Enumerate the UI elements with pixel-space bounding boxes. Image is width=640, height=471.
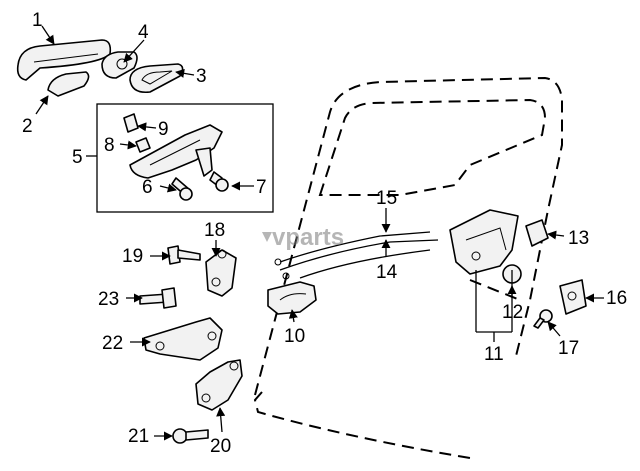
callout-19: 19 — [122, 246, 143, 267]
watermark-text: vparts — [272, 224, 344, 251]
callout-23: 23 — [98, 289, 119, 310]
callout-21: 21 — [128, 426, 149, 447]
door-lock-11 — [449, 209, 519, 275]
callout-16: 16 — [606, 288, 627, 309]
handle-gasket — [129, 63, 184, 94]
callout-9: 9 — [158, 119, 169, 140]
callout-8: 8 — [104, 135, 115, 156]
hinge-20 — [195, 359, 243, 411]
callout-13: 13 — [568, 228, 589, 249]
callout-6: 6 — [142, 177, 153, 198]
part-9-clip — [123, 113, 139, 133]
striker-16 — [559, 279, 587, 315]
callout-22: 22 — [102, 333, 123, 354]
part-8-bushing — [135, 137, 151, 153]
callout-14: 14 — [376, 262, 398, 283]
callout-1: 1 — [32, 10, 43, 31]
callout-5: 5 — [72, 147, 83, 168]
screw-7 — [209, 171, 229, 192]
hinge-22 — [143, 317, 223, 361]
handle-pad — [47, 71, 90, 97]
callout-2: 2 — [22, 116, 33, 137]
bolt-21 — [172, 428, 209, 444]
callout-11: 11 — [484, 344, 504, 365]
callout-7: 7 — [256, 177, 267, 198]
bolt-23 — [139, 287, 177, 309]
callout-12: 12 — [502, 302, 523, 323]
leader-lines — [35, 25, 604, 441]
callout-3: 3 — [196, 66, 207, 87]
watermark: vparts — [262, 224, 344, 251]
callout-20: 20 — [210, 436, 231, 457]
callout-15: 15 — [376, 188, 397, 209]
screw-6 — [171, 177, 193, 201]
handle-frame-bracket — [129, 124, 223, 179]
part-18-bracket — [205, 249, 237, 297]
callout-4: 4 — [138, 22, 149, 43]
screw-17 — [533, 309, 553, 329]
callout-18: 18 — [204, 220, 225, 241]
group-frame — [96, 103, 274, 213]
inside-handle-10 — [267, 281, 317, 315]
callout-17: 17 — [558, 338, 579, 359]
bolt-19 — [167, 245, 201, 265]
callout-10: 10 — [284, 326, 305, 347]
